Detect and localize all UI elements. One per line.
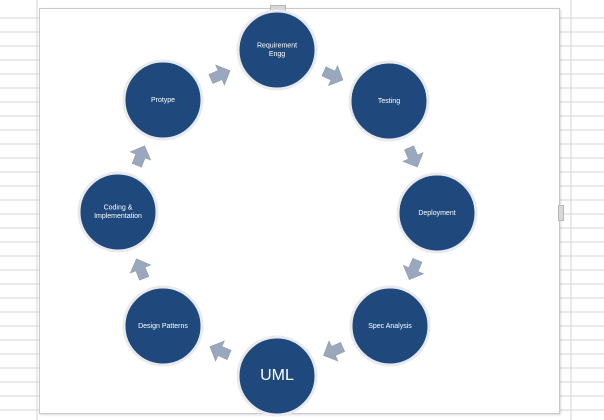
- node-circle: [348, 60, 430, 142]
- node-circle: [236, 9, 318, 91]
- cycle-arrow: [323, 340, 345, 362]
- cycle-arrow: [209, 340, 232, 362]
- node-label: Testing: [378, 98, 400, 105]
- node-circle: [77, 171, 159, 253]
- cycle-arrow: [321, 64, 344, 86]
- node-circle: [396, 172, 478, 254]
- node-label: Requirement: [257, 43, 297, 50]
- node-label: Implementation: [94, 213, 142, 220]
- node-circle: [122, 285, 204, 367]
- cycle-arrow: [402, 258, 425, 280]
- cycle-arrow: [208, 64, 231, 86]
- node-label: UML: [260, 367, 294, 384]
- cycle-arrow: [402, 145, 424, 168]
- node-label: Protype: [151, 97, 175, 104]
- node-label: Spec Analysis: [368, 323, 412, 330]
- cycle-node-uml[interactable]: UML: [236, 335, 318, 417]
- cycle-arrow: [129, 145, 152, 168]
- cycle-node-design-patterns[interactable]: Design Patterns: [122, 285, 204, 367]
- cycle-node-deployment[interactable]: Deployment: [396, 172, 478, 254]
- node-circle: [122, 59, 204, 141]
- node-label: Design Patterns: [138, 323, 188, 330]
- cycle-arrow: [129, 258, 152, 281]
- node-label: Coding &: [104, 205, 133, 212]
- cycle-node-protype[interactable]: Protype: [122, 59, 204, 141]
- cycle-node-testing[interactable]: Testing: [348, 60, 430, 142]
- node-circle: [236, 335, 318, 417]
- node-label: Deployment: [418, 210, 455, 217]
- cycle-node-spec-analysis[interactable]: Spec Analysis: [349, 285, 431, 367]
- cycle-node-coding-implementation[interactable]: Coding &Implementation: [77, 171, 159, 253]
- node-label: Engg: [269, 51, 285, 58]
- resize-handle-right[interactable]: [558, 205, 564, 221]
- node-circle: [349, 285, 431, 367]
